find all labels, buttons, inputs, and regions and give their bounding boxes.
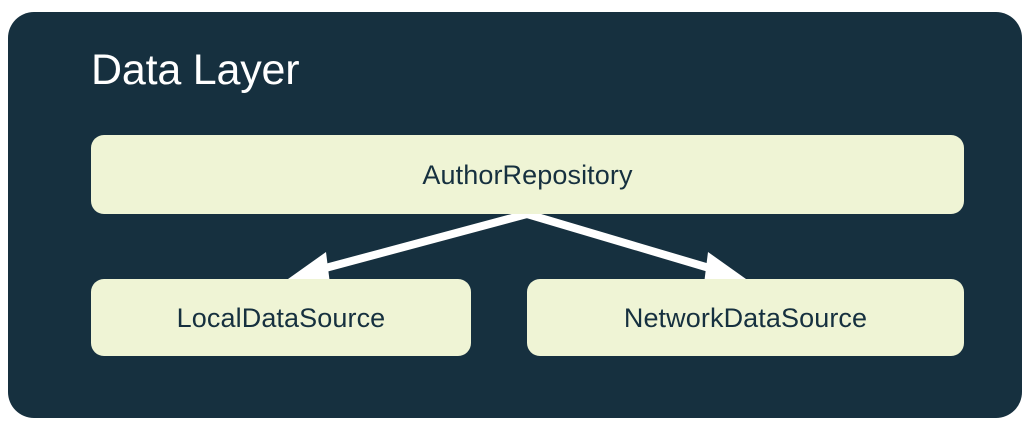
node-local-data-source[interactable]: LocalDataSource — [91, 279, 471, 356]
node-network-data-source[interactable]: NetworkDataSource — [527, 279, 964, 356]
node-author-repository[interactable]: AuthorRepository — [91, 135, 964, 214]
node-label: NetworkDataSource — [623, 302, 868, 333]
node-label: LocalDataSource — [176, 302, 386, 333]
data-layer-panel: Data Layer — [8, 12, 1022, 418]
page-title: Data Layer — [91, 46, 300, 94]
node-label: AuthorRepository — [422, 159, 633, 190]
